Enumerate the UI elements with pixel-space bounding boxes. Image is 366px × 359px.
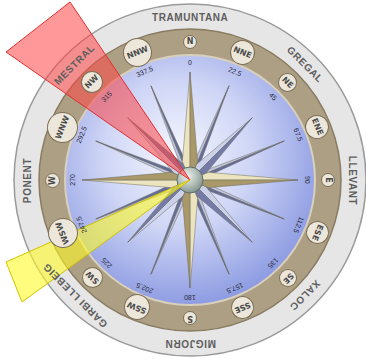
degree-number: 180	[184, 293, 196, 301]
star-point	[190, 172, 298, 180]
direction-abbr: NNW	[125, 45, 149, 61]
direction-abbr: SSE	[234, 301, 252, 315]
direction-abbr: WSW	[54, 220, 70, 245]
red-wind-sector	[6, 2, 190, 180]
degree-number: 112.5	[291, 215, 305, 234]
wind-name: PONENT	[22, 157, 33, 202]
degree-number: 22.5	[227, 66, 243, 78]
degree-number: 0	[188, 59, 192, 67]
direction-circle: NNE	[226, 36, 259, 69]
degree-number: 67.5	[292, 127, 304, 143]
star-point	[190, 180, 198, 288]
direction-abbr: N	[187, 38, 194, 46]
wind-name: MIGJORN	[165, 338, 216, 349]
direction-circle: N	[183, 35, 197, 49]
star-point	[190, 180, 298, 188]
yellow-wind-sector	[6, 180, 190, 302]
star-point	[190, 72, 198, 180]
wind-name: LLEVANT	[347, 155, 358, 205]
direction-abbr: E	[324, 177, 332, 182]
degree-number: 135	[266, 256, 280, 270]
direction-circle: ENE	[302, 112, 333, 143]
wind-name: TRAMUNTANA	[152, 12, 228, 23]
direction-abbr: SSW	[126, 300, 148, 315]
direction-circle: W	[45, 173, 60, 188]
direction-abbr: NW	[84, 74, 101, 91]
direction-circle: E	[321, 173, 335, 187]
direction-abbr: ENE	[310, 118, 324, 137]
direction-circle: SW	[78, 263, 108, 293]
direction-circle: SSE	[228, 292, 258, 322]
degree-number: 202.5	[135, 281, 154, 295]
star-point	[182, 180, 190, 288]
direction-abbr: S	[187, 314, 193, 322]
degree-number: 270	[69, 174, 77, 186]
direction-abbr: NE	[280, 75, 294, 89]
star-point	[182, 72, 190, 180]
degree-number: 45	[267, 92, 278, 103]
degree-number: 90	[303, 176, 311, 184]
direction-circle: SSW	[120, 290, 154, 324]
direction-abbr: SW	[84, 270, 100, 286]
direction-circle: NE	[274, 69, 301, 96]
direction-circle: S	[183, 311, 197, 325]
star-point	[82, 180, 190, 188]
star-point	[82, 172, 190, 180]
degree-number: 315	[100, 90, 114, 104]
degree-number: 225	[100, 256, 114, 270]
direction-abbr: W	[48, 176, 56, 185]
direction-abbr: WNW	[54, 114, 71, 140]
direction-abbr: ESE	[311, 224, 325, 242]
direction-circle: SE	[275, 265, 300, 290]
direction-abbr: NNE	[233, 45, 253, 60]
direction-circle: ESE	[302, 218, 332, 248]
direction-abbr: SE	[281, 271, 295, 285]
degree-number: 157.5	[225, 281, 244, 295]
